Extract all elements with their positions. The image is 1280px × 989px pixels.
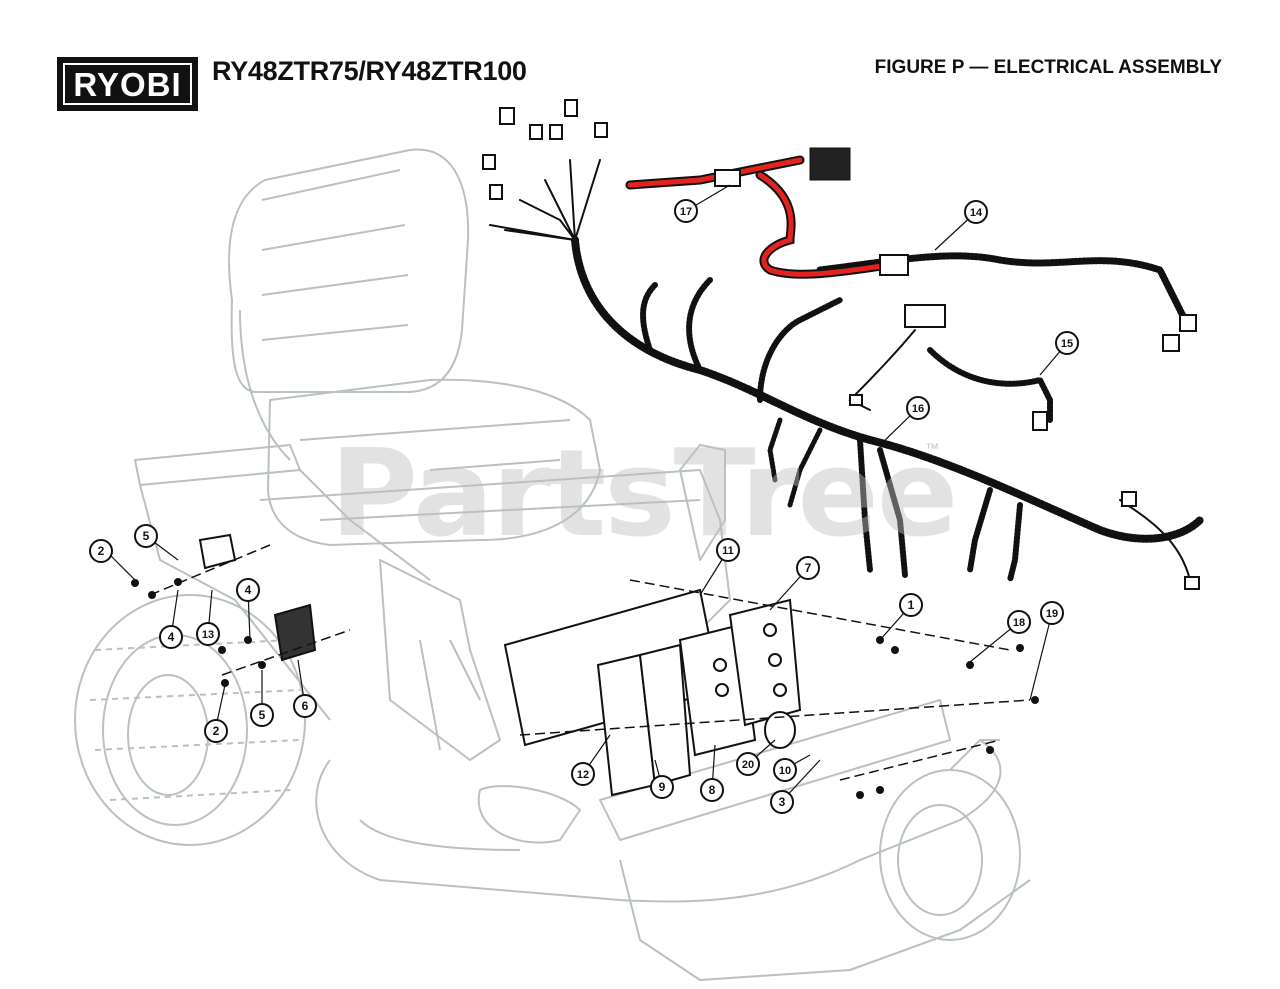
watermark-trademark: ™ [925, 440, 939, 456]
callout-circle-10 [773, 758, 797, 782]
callout-circle-18 [1007, 610, 1031, 634]
mower-outline [74, 148, 1031, 981]
ryobi-logo: RYOBI [57, 57, 198, 111]
callout-circle-4 [236, 578, 260, 602]
callout-number-5: 5 [259, 708, 266, 722]
callout-circle-20 [736, 752, 760, 776]
callout-number-9: 9 [659, 780, 666, 794]
callout-circle-17 [674, 199, 698, 223]
model-number: RY48ZTR75/RY48ZTR100 [212, 56, 527, 86]
callout-number-12: 12 [577, 769, 589, 781]
callout-number-16: 16 [912, 403, 924, 415]
callout-number-20: 20 [742, 759, 754, 771]
callout-circle-1 [899, 593, 923, 617]
callout-circle-2 [204, 719, 228, 743]
callout-circle-5 [250, 703, 274, 727]
callout-number-13: 13 [202, 629, 214, 641]
callout-number-15: 15 [1061, 338, 1073, 350]
callout-number-7: 7 [805, 561, 812, 575]
callout-circle-7 [796, 556, 820, 580]
callout-number-3: 3 [779, 795, 786, 809]
callout-circle-3 [770, 790, 794, 814]
callout-number-18: 18 [1013, 617, 1025, 629]
callout-circle-9 [650, 775, 674, 799]
electrical-components [198, 533, 802, 797]
callout-number-4: 4 [245, 583, 252, 597]
callout-circle-15 [1055, 331, 1079, 355]
callout-number-10: 10 [779, 765, 791, 777]
callout-number-6: 6 [302, 699, 309, 713]
callout-circle-19 [1040, 601, 1064, 625]
callout-circle-4 [159, 625, 183, 649]
callout-circle-8 [700, 778, 724, 802]
callout-number-4: 4 [168, 630, 175, 644]
callout-number-1: 1 [908, 598, 915, 612]
callout-number-8: 8 [709, 783, 716, 797]
callout-number-5: 5 [143, 529, 150, 543]
leader-lines [149, 544, 1031, 781]
callout-circle-11 [716, 538, 740, 562]
callout-number-2: 2 [213, 724, 220, 738]
callout-circle-14 [964, 200, 988, 224]
callout-circle-16 [906, 396, 930, 420]
callout-circle-6 [293, 694, 317, 718]
callout-circle-13 [196, 622, 220, 646]
callout-circle-12 [571, 762, 595, 786]
callout-circle-2 [89, 539, 113, 563]
callout-number-2: 2 [98, 544, 105, 558]
harness-connectors [482, 99, 1200, 590]
callout-number-17: 17 [680, 206, 692, 218]
callout-number-11: 11 [722, 545, 734, 557]
figure-title: FIGURE P — ELECTRICAL ASSEMBLY [874, 57, 1222, 78]
callout-number-14: 14 [970, 207, 983, 219]
battery-cables [625, 147, 909, 279]
ryobi-logo-frame: RYOBI [63, 63, 192, 105]
ryobi-logo-text: RYOBI [73, 65, 182, 103]
callout-number-19: 19 [1046, 608, 1058, 620]
callout-circle-5 [134, 524, 158, 548]
parts-tree-watermark: PartsTree [330, 425, 958, 564]
